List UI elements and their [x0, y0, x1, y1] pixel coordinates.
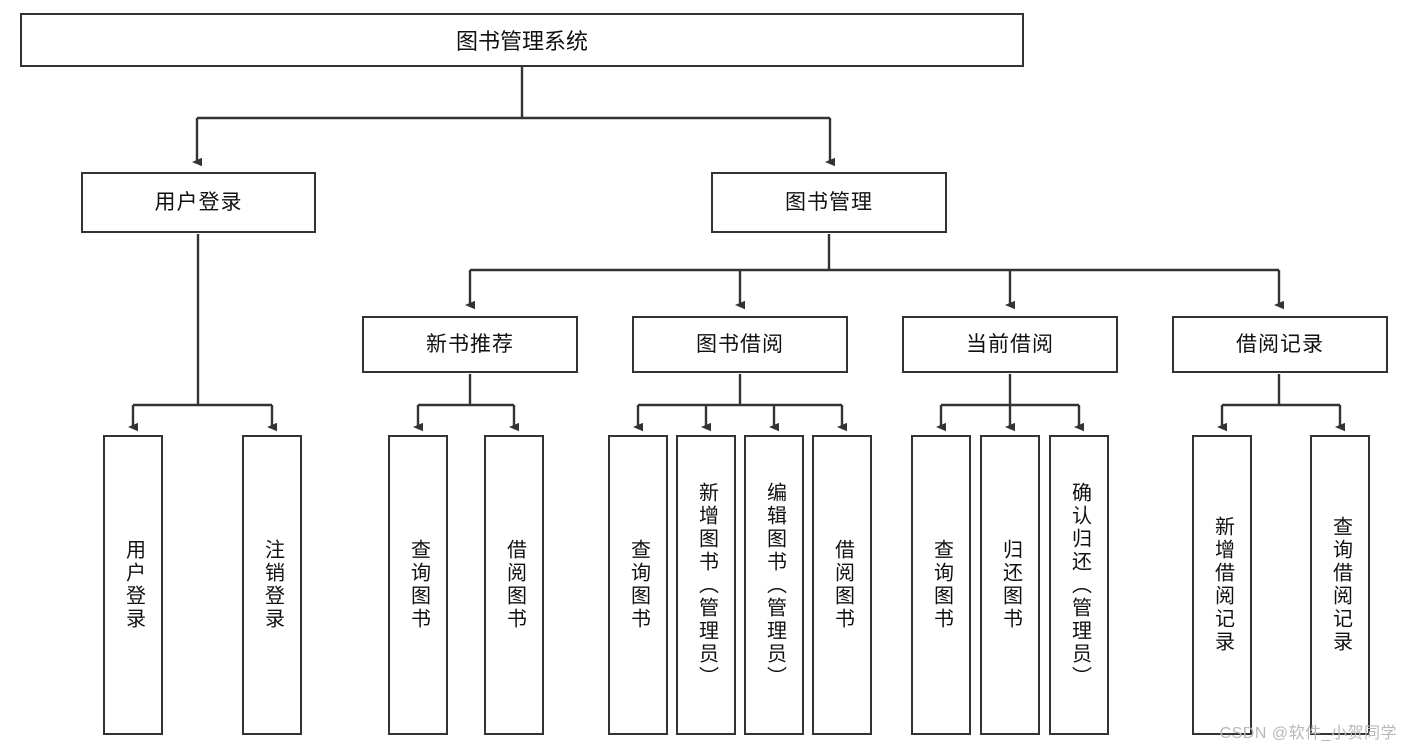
- leaf-return-book[interactable]: 归还图书: [980, 435, 1040, 735]
- node-label: 图书管理系统: [455, 29, 588, 54]
- leaf-user-login[interactable]: 用户登录: [103, 435, 163, 735]
- node-label: 新增借阅记录: [1211, 516, 1234, 654]
- node-book-borrow[interactable]: 图书借阅: [632, 316, 848, 373]
- node-label: 借阅图书: [503, 539, 526, 631]
- node-current-borrow[interactable]: 当前借阅: [902, 316, 1118, 373]
- node-label: 确认归还（管理员）: [1068, 481, 1091, 689]
- node-label: 编辑图书（管理员）: [763, 481, 786, 689]
- node-label: 借阅图书: [831, 539, 854, 631]
- node-label: 用户登录: [122, 539, 145, 631]
- csdn-watermark: CSDN @软件_小贺同学: [1219, 725, 1397, 742]
- leaf-add-borrow-record[interactable]: 新增借阅记录: [1192, 435, 1252, 735]
- node-root-book-management-system[interactable]: 图书管理系统: [20, 13, 1024, 67]
- node-new-book-recommend[interactable]: 新书推荐: [362, 316, 578, 373]
- leaf-add-book-admin[interactable]: 新增图书（管理员）: [676, 435, 736, 735]
- node-label: 当前借阅: [966, 332, 1054, 356]
- node-label: 图书借阅: [696, 332, 784, 356]
- node-book-management[interactable]: 图书管理: [711, 172, 947, 233]
- node-label: 查询图书: [930, 539, 953, 631]
- leaf-query-book-current[interactable]: 查询图书: [911, 435, 971, 735]
- node-label: 查询图书: [407, 539, 430, 631]
- node-label: 借阅记录: [1236, 332, 1324, 356]
- node-label: 查询图书: [627, 539, 650, 631]
- node-label: 用户登录: [154, 190, 243, 214]
- node-label: 图书管理: [785, 190, 873, 214]
- node-label: 新增图书（管理员）: [695, 481, 718, 689]
- node-label: 新书推荐: [426, 332, 514, 356]
- node-label: 查询借阅记录: [1329, 516, 1352, 654]
- node-label: 注销登录: [261, 539, 284, 631]
- leaf-edit-book-admin[interactable]: 编辑图书（管理员）: [744, 435, 804, 735]
- leaf-borrow-book-recommend[interactable]: 借阅图书: [484, 435, 544, 735]
- leaf-query-borrow-record[interactable]: 查询借阅记录: [1310, 435, 1370, 735]
- leaf-query-book-borrow[interactable]: 查询图书: [608, 435, 668, 735]
- leaf-query-book-recommend[interactable]: 查询图书: [388, 435, 448, 735]
- leaf-confirm-return-admin[interactable]: 确认归还（管理员）: [1049, 435, 1109, 735]
- leaf-borrow-book[interactable]: 借阅图书: [812, 435, 872, 735]
- leaf-logout-login[interactable]: 注销登录: [242, 435, 302, 735]
- node-user-login[interactable]: 用户登录: [81, 172, 316, 233]
- node-label: 归还图书: [999, 539, 1022, 631]
- node-borrow-record[interactable]: 借阅记录: [1172, 316, 1388, 373]
